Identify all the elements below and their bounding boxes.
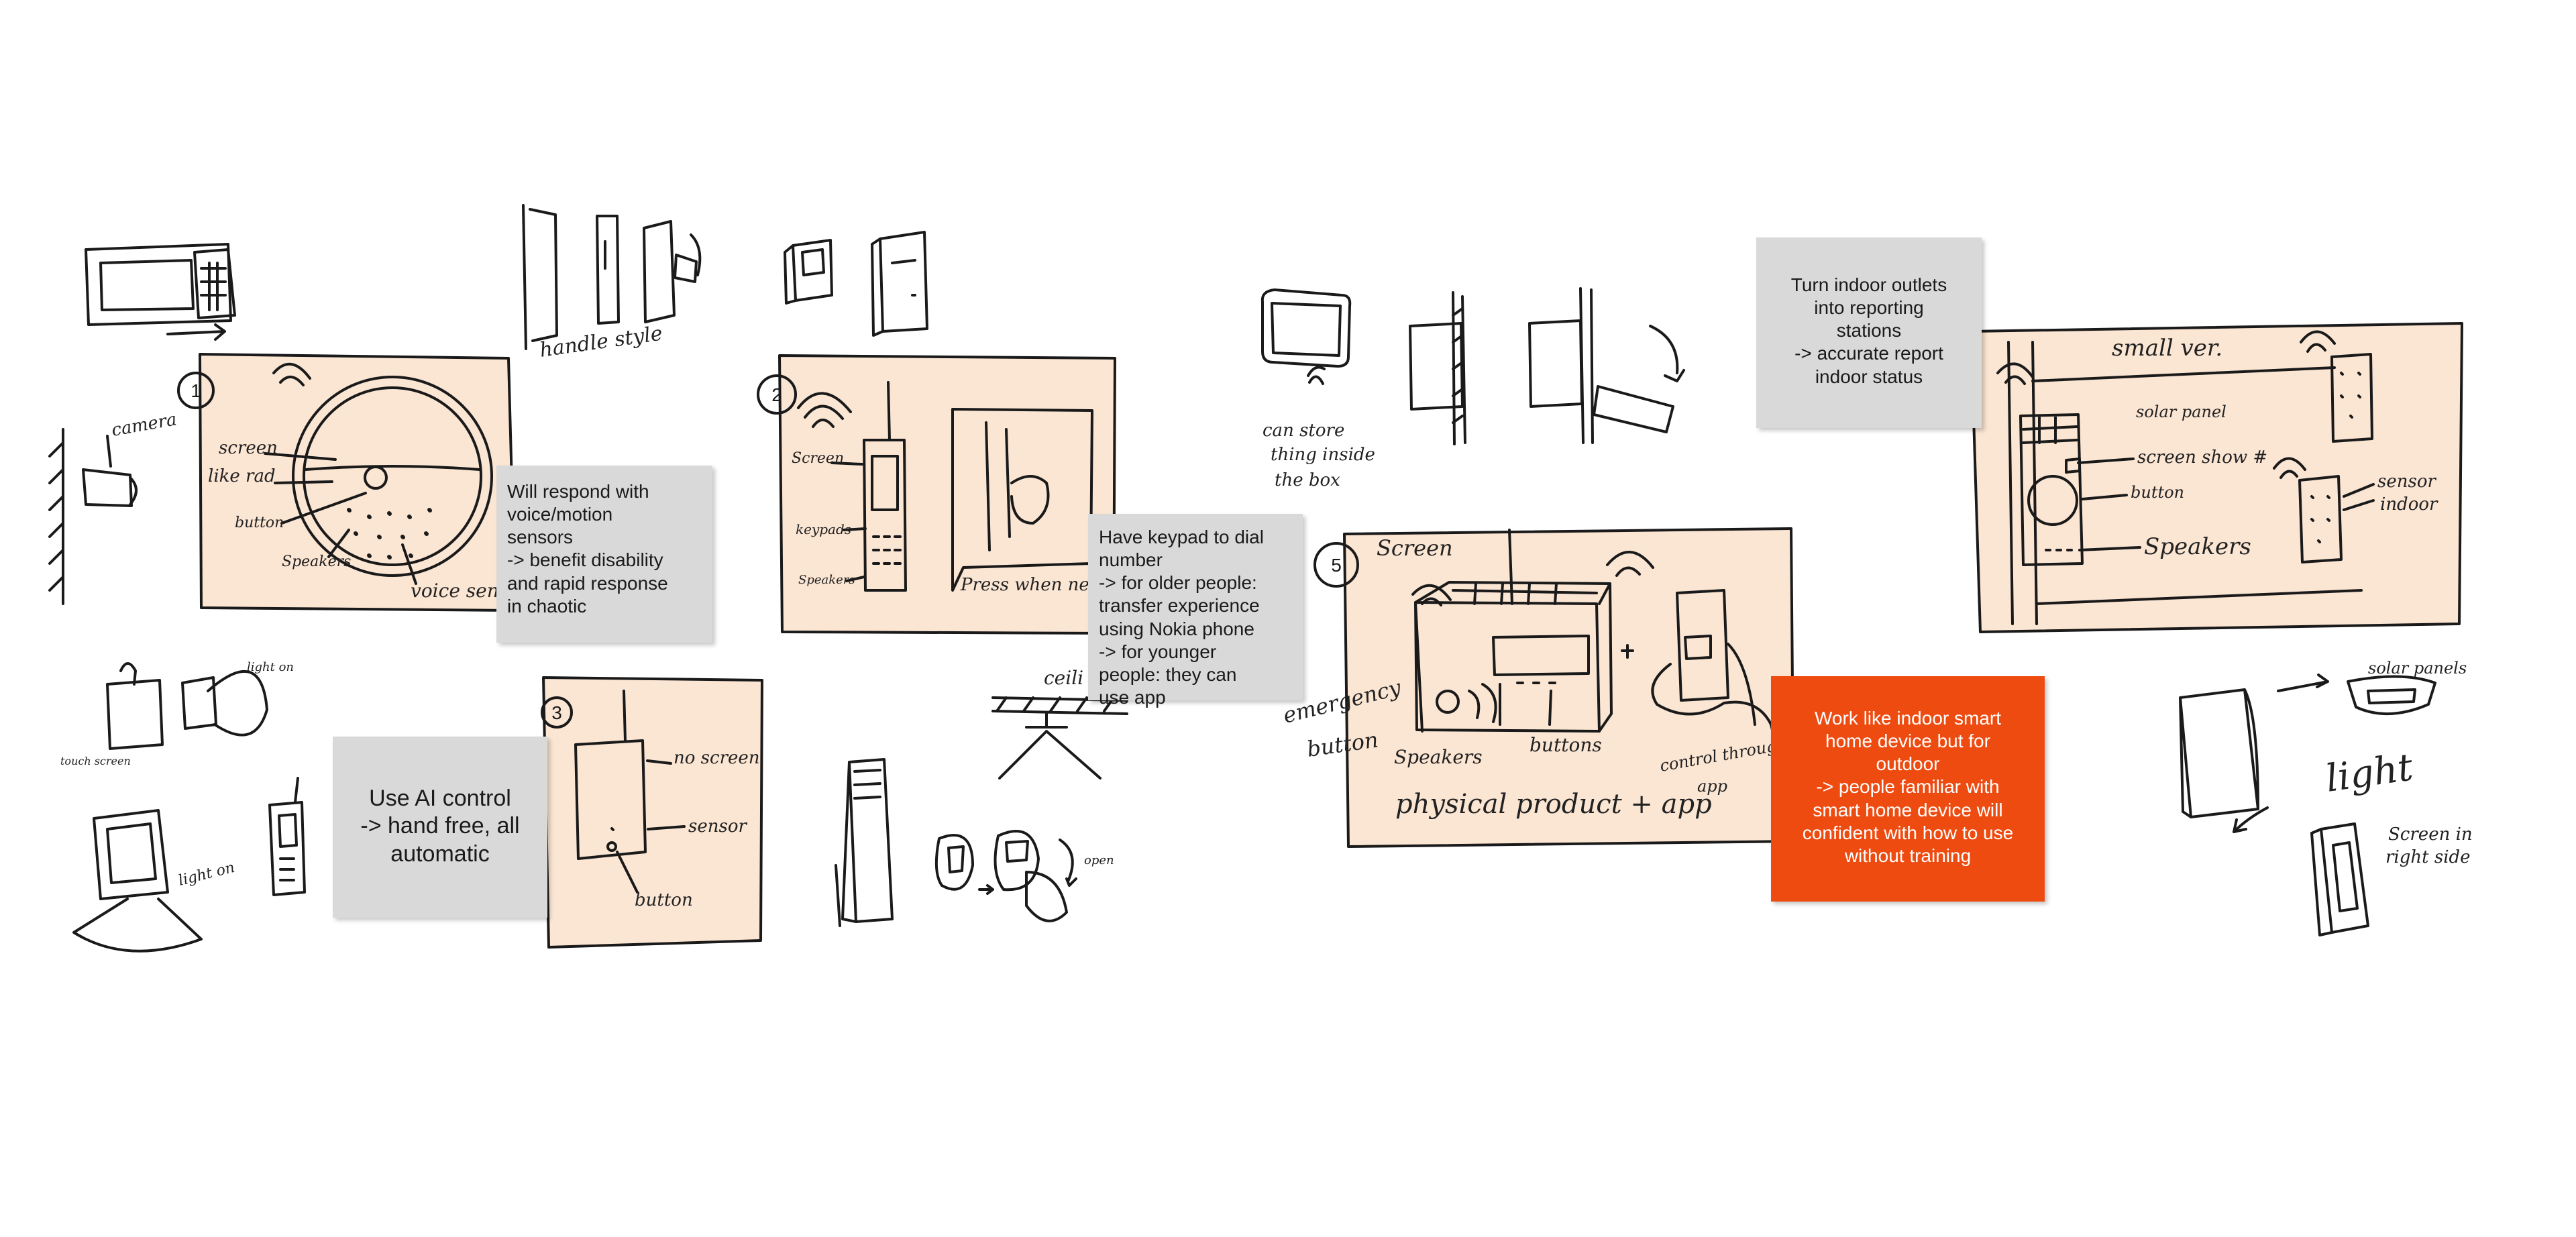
label-c2-press: Press when need: [960, 575, 1111, 595]
wall-camera-sketch: [48, 428, 138, 605]
label-screen-show: screen show #: [2137, 447, 2267, 468]
handle-style-sketches: [522, 204, 702, 350]
label-c3-sensor: sensor: [688, 816, 747, 837]
label-solar-panels: solar panels: [2368, 659, 2467, 678]
device-sketch-topleft: [85, 243, 236, 341]
label-thing-inside: thing inside: [1271, 445, 1375, 465]
label-open: open: [1084, 853, 1114, 867]
note-ai-control: Use AI control -> hand free, all automat…: [333, 737, 547, 918]
storage-box-sketches: [1260, 287, 1685, 445]
label-sensor-indoor-1: sensor: [2377, 472, 2436, 492]
box-sketches-top: [784, 231, 928, 337]
label-c5-buttons: buttons: [1529, 734, 1602, 756]
concept-card-small-version: [1970, 322, 2463, 633]
label-touch-screen: touch screen: [60, 755, 131, 767]
label-c1-like-rad: like rad: [208, 466, 276, 486]
label-light: light: [2323, 745, 2416, 801]
label-c6-button: button: [2131, 483, 2184, 502]
label-camera: camera: [110, 409, 178, 441]
label-c1-screen: screen: [219, 438, 278, 458]
label-c1-voice-sensor: voice sen: [411, 580, 499, 602]
note-keypad: Have keypad to dial number -> for older …: [1088, 514, 1303, 708]
label-c1-speakers: Speakers: [282, 553, 351, 570]
concept-number-3: 3: [551, 702, 562, 723]
label-screen-in: Screen in: [2388, 824, 2473, 845]
label-sensor-indoor-2: indoor: [2380, 494, 2438, 515]
label-c1-button: button: [235, 515, 284, 531]
label-c5-screen: Screen: [1377, 535, 1453, 561]
label-can-store: can store: [1263, 421, 1344, 441]
label-right-side: right side: [2385, 847, 2471, 867]
label-the-box: the box: [1275, 470, 1340, 490]
label-small-ver: small ver.: [2112, 335, 2222, 362]
label-solar-panel: solar panel: [2136, 402, 2226, 421]
concept-number-1: 1: [191, 380, 201, 401]
label-c2-screen: Screen: [792, 450, 844, 467]
light-touch-sketches: [72, 662, 306, 953]
label-c2-speakers: Speakers: [798, 573, 855, 587]
label-c3-button: button: [635, 890, 693, 910]
label-ceiling: ceili: [1044, 667, 1083, 689]
concept-card-5: [1313, 527, 1795, 848]
label-physical-product: physical product + app: [1395, 789, 1712, 820]
label-c3-no-screen: no screen: [674, 748, 760, 768]
label-app: app: [1697, 777, 1727, 796]
note-voice-motion: Will respond with voice/motion sensors -…: [496, 466, 712, 643]
label-c6-speakers: Speakers: [2144, 533, 2251, 560]
note-smart-home: Work like indoor smart home device but f…: [1771, 676, 2045, 902]
concept-number-5: 5: [1331, 555, 1342, 576]
ceiling-tower-sketches: [835, 696, 1128, 927]
label-light-on-1: light on: [247, 660, 294, 674]
label-light-on-2: light on: [176, 859, 236, 890]
concept-card-3: [541, 676, 763, 949]
note-outlets: Turn indoor outlets into reporting stati…: [1756, 237, 1982, 428]
label-c2-keypads: keypads: [796, 521, 851, 537]
label-c5-speakers: Speakers: [1394, 746, 1483, 768]
concept-number-2: 2: [771, 384, 782, 405]
light-solar-sketches: [2179, 674, 2436, 936]
